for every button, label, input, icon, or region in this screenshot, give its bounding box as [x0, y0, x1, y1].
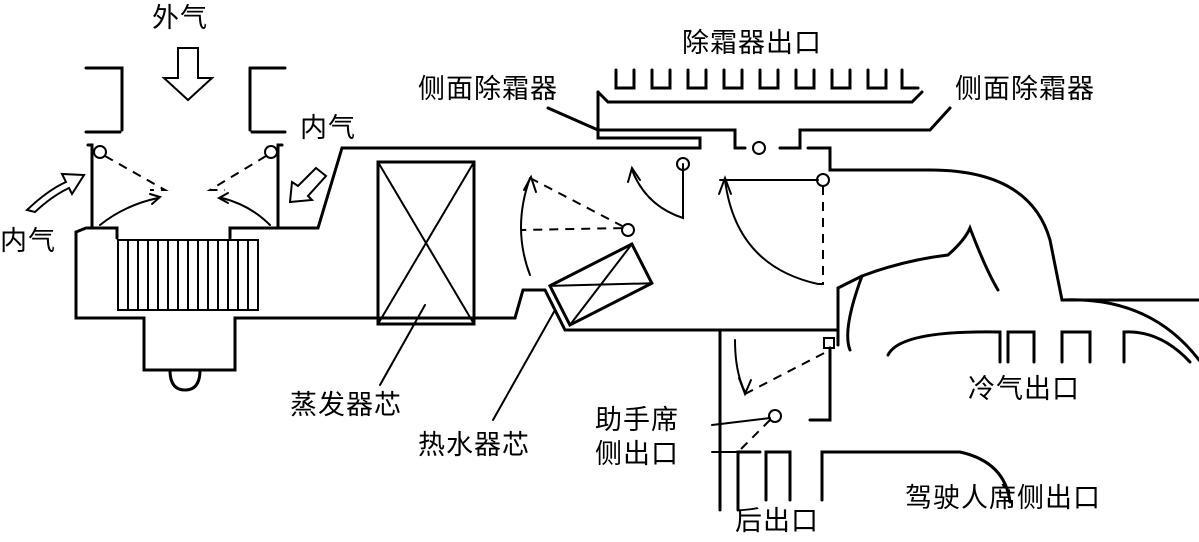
defrost-doors: [627, 157, 830, 285]
blower-fan: [117, 239, 259, 392]
evaporator-core-shape: [376, 160, 476, 326]
lower-ducts: [718, 223, 1199, 512]
passenger-side-outlet-label-line1: 助手席: [595, 405, 679, 436]
side-defroster-left-label: 侧面除霜器: [418, 74, 558, 105]
side-defroster-right-label: 侧面除霜器: [955, 74, 1095, 105]
intake-doors: [93, 145, 278, 226]
defroster-duct: [546, 68, 1199, 302]
driver-side-outlet-label: 驾驶人席侧出口: [905, 483, 1101, 514]
defroster-outlet-label: 除霜器出口: [682, 28, 822, 59]
inside-air-arrow-right-icon: [288, 166, 328, 204]
outside-air-arrow-icon: [161, 47, 215, 102]
intake-duct: [74, 66, 840, 372]
inside-air-left-label: 内气: [0, 226, 56, 257]
foot-door: [734, 339, 831, 451]
evaporator-core-label: 蒸发器芯: [290, 390, 402, 421]
leader-lines: [379, 304, 771, 453]
air-mix-door: [520, 174, 635, 276]
heater-core-label: 热水器芯: [418, 430, 530, 461]
heater-core-shape: [547, 242, 654, 328]
inside-air-right-label: 内气: [300, 113, 356, 144]
outside-air-label: 外气: [152, 3, 208, 34]
rear-outlet-label: 后出口: [735, 506, 819, 537]
passenger-side-outlet-label-line2: 侧出口: [595, 439, 679, 470]
cool-air-outlet-label: 冷气出口: [968, 374, 1080, 405]
inside-air-arrow-left-icon: [24, 172, 86, 214]
